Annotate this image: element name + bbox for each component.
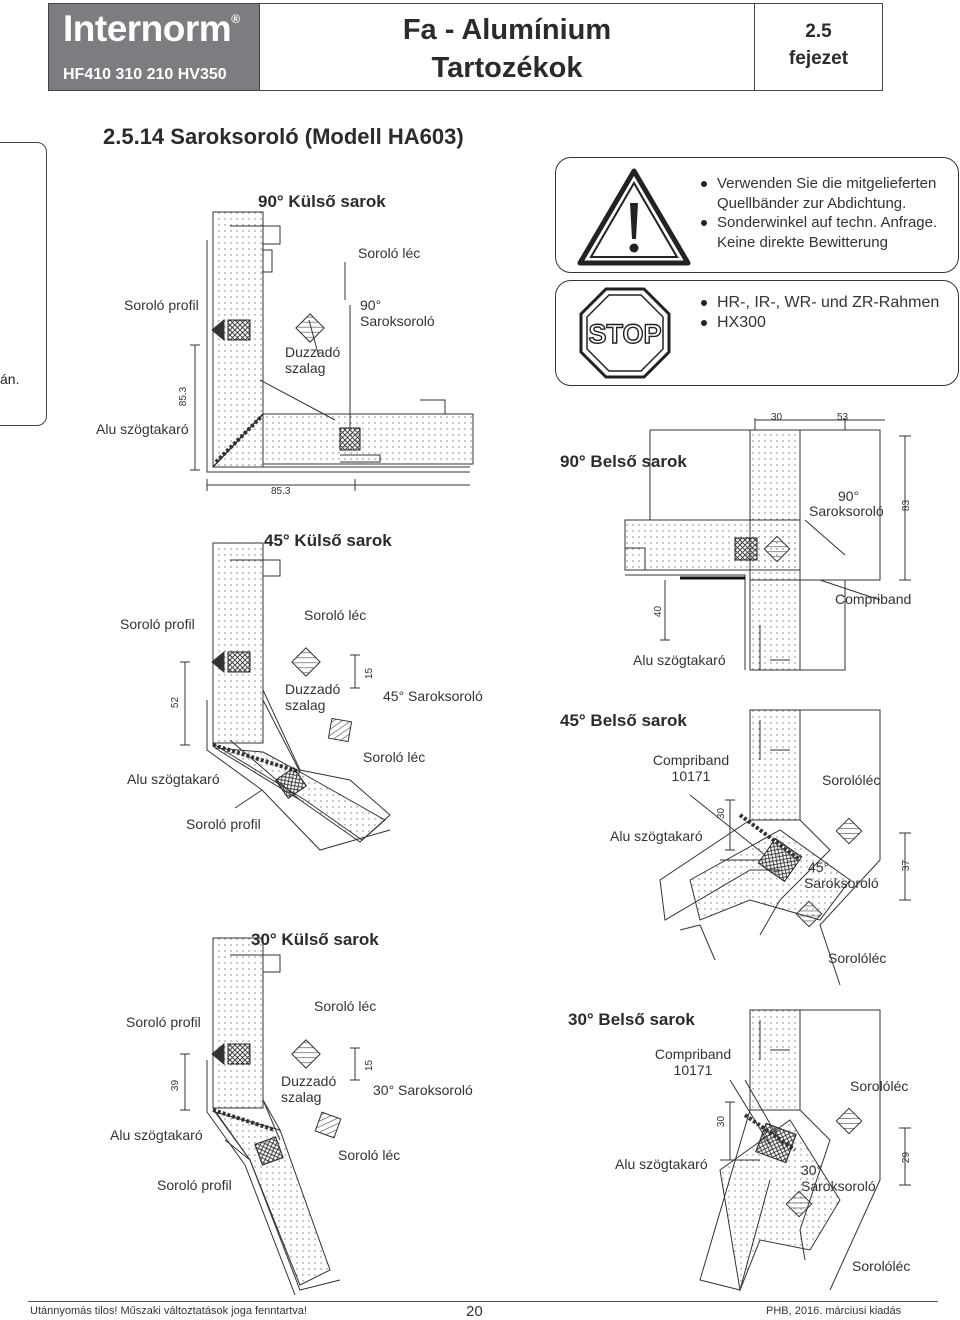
footer-edition: PHB, 2016. márciusi kiadás xyxy=(766,1305,902,1317)
section-title: 2.5.14 Saroksoroló (Modell HA603) xyxy=(103,124,464,149)
outer90-saroksorolo-label-1: 90° xyxy=(360,297,382,313)
outer30-dim-39: 39 xyxy=(170,1079,182,1092)
outer30-lec-top-label: Soroló léc xyxy=(314,998,377,1014)
inner30-dim-30: 30 xyxy=(716,1115,728,1128)
inner45-compriband-label-1: Compriband xyxy=(652,752,730,768)
warning-item: Quellbänder zur Abdichtung. xyxy=(717,194,907,212)
outer45-duzzado-label-1: Duzzadó xyxy=(285,681,341,697)
inner90-dim-d: 40 xyxy=(653,605,665,618)
outer30-title: 30° Külső sarok xyxy=(251,930,379,949)
inner30-alu-label: Alu szögtakaró xyxy=(615,1156,708,1172)
warning-item: Sonderwinkel auf techn. Anfrage. xyxy=(701,213,937,233)
outer45-drawing xyxy=(180,542,391,851)
outer30-profil-bottom-label: Soroló profil xyxy=(157,1177,232,1193)
stop-list: HR-, IR-, WR- und ZR-Rahmen HX300 xyxy=(701,293,939,333)
inner45-lec-bottom-label: Sorolóléc xyxy=(828,950,887,966)
outer30-lec-bottom-label: Soroló léc xyxy=(338,1147,401,1163)
outer45-lec-bottom-label: Soroló léc xyxy=(363,749,426,765)
outer45-alu-label: Alu szögtakaró xyxy=(127,771,220,787)
outer90-title: 90° Külső sarok xyxy=(258,192,386,211)
outer45-duzzado-label-2: szalag xyxy=(285,697,326,713)
outer45-profil-top-label: Soroló profil xyxy=(120,616,195,632)
inner30-lec-bottom-label: Sorolóléc xyxy=(852,1258,911,1274)
outer30-profil-top-label: Soroló profil xyxy=(126,1014,201,1030)
inner90-alu-label: Alu szögtakaró xyxy=(633,652,726,668)
outer90-saroksorolo-label-2: Saroksoroló xyxy=(360,313,435,329)
outer45-dim-52: 52 xyxy=(170,696,182,709)
inner30-title: 30° Belső sarok xyxy=(568,1010,695,1029)
footer-notice: Utánnyomás tilos! Műszaki változtatások … xyxy=(30,1305,307,1317)
outer30-drawing xyxy=(180,937,360,1296)
outer30-saroksorolo-label: 30° Saroksoroló xyxy=(373,1082,473,1098)
inner30-saroksorolo-label-2: Saroksoroló xyxy=(801,1178,876,1194)
inner45-dim-37: 37 xyxy=(901,859,913,872)
warning-item: Keine direkte Bewitterung xyxy=(717,233,888,251)
inner90-saroksorolo-label-2: Saroksoroló xyxy=(809,503,884,519)
inner45-saroksorolo-label-1: 45° xyxy=(808,859,830,875)
inner90-compriband-label: Compriband xyxy=(835,591,912,607)
outer30-duzzado-label-2: szalag xyxy=(281,1089,322,1105)
inner45-dim-30: 30 xyxy=(716,807,728,820)
outer30-duzzado-label-1: Duzzadó xyxy=(281,1073,337,1089)
outer90-lec-label: Soroló léc xyxy=(358,245,421,261)
inner45-title: 45° Belső sarok xyxy=(560,711,687,730)
page-number: 20 xyxy=(466,1303,483,1320)
inner45-compriband-label-2: 10171 xyxy=(671,768,711,784)
chapter-box: 2.5 fejezet xyxy=(754,3,883,91)
inner45-alu-label: Alu szögtakaró xyxy=(610,828,703,844)
stop-sign-text: STOP xyxy=(588,319,661,349)
outer90-profil-label: Soroló profil xyxy=(124,297,199,313)
inner30-drawing xyxy=(699,1009,911,1292)
brand-box: Internorm® HF410 310 210 HV350 xyxy=(48,3,260,91)
chapter-number: 2.5 xyxy=(805,21,832,42)
outer30-alu-label: Alu szögtakaró xyxy=(110,1127,203,1143)
side-tab-text: án. xyxy=(0,371,20,387)
warning-triangle-icon xyxy=(577,168,691,266)
outer90-duzzado-label-2: szalag xyxy=(285,360,326,376)
inner45-drawing xyxy=(659,709,911,986)
outer30-dim-15: 15 xyxy=(364,1059,376,1072)
inner30-compriband-label-2: 10171 xyxy=(673,1062,713,1078)
chapter-word: fejezet xyxy=(788,48,849,69)
outer90-drawing xyxy=(190,211,474,491)
stop-sign-icon: STOP xyxy=(579,287,671,379)
page-title-line1: Fa - Alumínium xyxy=(402,14,612,46)
stop-item: HX300 xyxy=(701,313,939,333)
inner90-saroksorolo-label-1: 90° xyxy=(838,488,860,504)
outer45-profil-bottom-label: Soroló profil xyxy=(186,816,261,832)
warning-item: Verwenden Sie die mitgelieferten xyxy=(701,174,937,194)
inner90-drawing xyxy=(624,418,911,671)
inner90-dim-b: 53 xyxy=(837,412,849,423)
outer45-dim-15: 15 xyxy=(364,667,376,680)
outer90-dim-vertical: 85.3 xyxy=(178,386,190,407)
inner90-title: 90° Belső sarok xyxy=(560,452,687,471)
inner90-dim-c: 83 xyxy=(901,499,913,512)
warning-list: Verwenden Sie die mitgelieferten Quellbä… xyxy=(701,174,937,252)
title-box: Fa - Alumínium Tartozékok xyxy=(259,3,755,91)
inner45-saroksorolo-label-2: Saroksoroló xyxy=(804,875,879,891)
outer45-title: 45° Külső sarok xyxy=(264,531,392,550)
inner90-dim-a: 30 xyxy=(771,412,783,423)
outer45-lec-top-label: Soroló léc xyxy=(304,607,367,623)
model-list: HF410 310 210 HV350 xyxy=(63,66,227,83)
footer-rule xyxy=(28,1301,938,1302)
side-tab xyxy=(0,142,47,426)
warning-note-box: Verwenden Sie die mitgelieferten Quellbä… xyxy=(555,157,959,273)
inner30-compriband-label-1: Compriband xyxy=(654,1046,732,1062)
outer90-duzzado-label-1: Duzzadó xyxy=(285,344,341,360)
stop-note-box: STOP HR-, IR-, WR- und ZR-Rahmen HX300 xyxy=(555,280,959,386)
outer90-dim-horizontal: 85.3 xyxy=(271,486,291,497)
outer45-saroksorolo-label: 45° Saroksoroló xyxy=(383,688,483,704)
inner45-lec-label: Sorolóléc xyxy=(822,772,881,788)
outer90-alu-label: Alu szögtakaró xyxy=(96,421,189,437)
page-title-line2: Tartozékok xyxy=(431,52,583,84)
inner30-saroksorolo-label-1: 30° xyxy=(801,1162,823,1178)
inner30-lec-label: Sorolóléc xyxy=(850,1078,909,1094)
brand-logo: Internorm® xyxy=(63,8,240,49)
inner30-dim-29: 29 xyxy=(901,1151,913,1164)
stop-item: HR-, IR-, WR- und ZR-Rahmen xyxy=(701,293,939,313)
